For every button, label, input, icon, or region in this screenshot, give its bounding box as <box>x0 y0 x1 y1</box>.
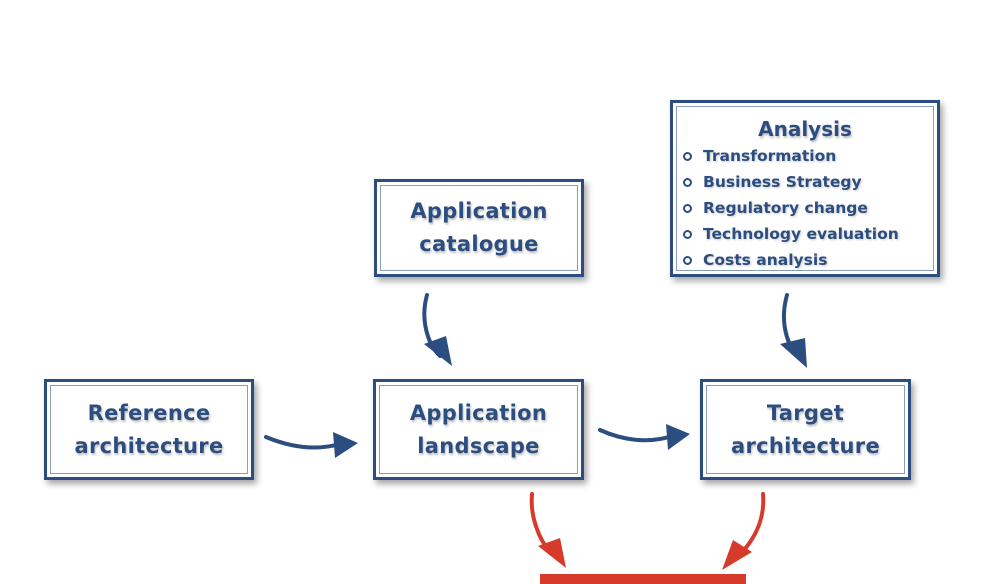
arrowhead-reference-to-landscape <box>333 432 358 458</box>
reference-architecture-label: Reference architecture <box>74 400 224 458</box>
application-catalogue-label: Application catalogue <box>410 199 548 256</box>
analysis-item: Business Strategy <box>683 169 937 195</box>
bullet-icon <box>683 255 692 265</box>
analysis-box: Analysis Transformation Business Strateg… <box>670 100 940 277</box>
analysis-item: Regulatory change <box>683 195 937 221</box>
target-architecture-label: Target architecture <box>730 400 881 458</box>
bullet-icon <box>683 177 692 187</box>
bullet-icon <box>683 151 692 161</box>
application-catalogue-box: Application catalogue <box>374 179 584 277</box>
analysis-item: Transformation <box>683 143 937 169</box>
analysis-item: Technology evaluation <box>683 221 937 247</box>
arrowhead-catalogue-to-landscape <box>424 336 452 366</box>
application-landscape-box: Application landscape <box>373 379 584 480</box>
application-landscape-label: Application landscape <box>409 400 548 458</box>
bullet-icon <box>683 229 692 239</box>
bullet-icon <box>683 203 692 213</box>
arrowhead-analysis-to-target <box>780 338 807 368</box>
arrowhead-landscape-to-target <box>666 424 690 450</box>
analysis-title: Analysis <box>758 117 852 141</box>
arrow-target-down <box>742 492 766 552</box>
arrow-landscape-to-target <box>598 428 674 443</box>
target-architecture-box: Target architecture <box>700 379 911 480</box>
bottom-red-box-edge <box>540 574 746 584</box>
arrow-reference-to-landscape <box>264 435 342 450</box>
analysis-item: Costs analysis <box>683 247 937 273</box>
reference-architecture-box: Reference architecture <box>44 379 254 480</box>
arrowhead-landscape-down <box>538 538 566 568</box>
arrowhead-target-down <box>722 540 752 570</box>
analysis-list: Transformation Business Strategy Regulat… <box>673 143 937 273</box>
